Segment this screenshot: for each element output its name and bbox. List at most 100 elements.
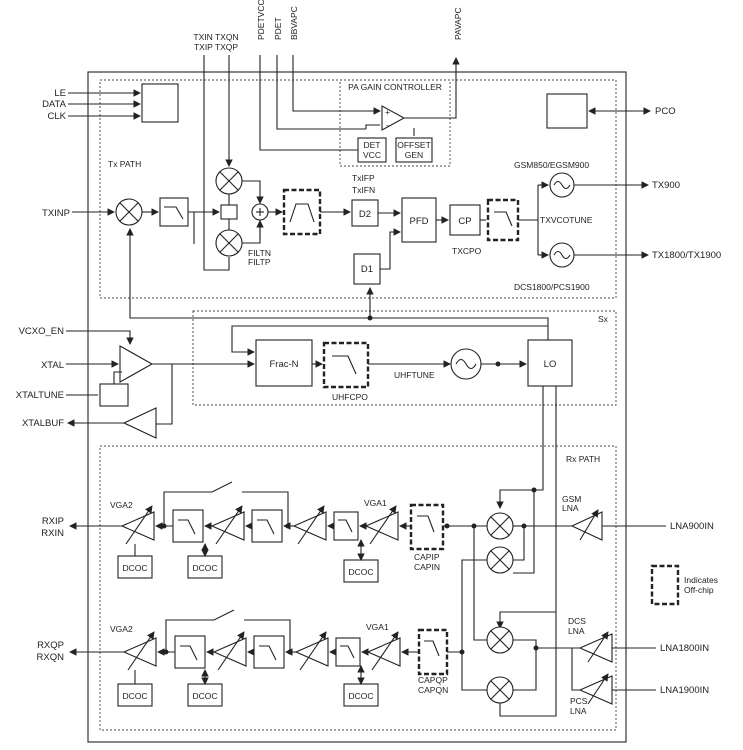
- off-chip-legend-swatch: [650, 564, 680, 606]
- pa-controller-title: PA GAIN CONTROLLER: [348, 82, 442, 92]
- rx-gsm-i-mixer: [486, 512, 514, 540]
- gsm-q-out: [461, 559, 487, 652]
- d1-to-pfd: [380, 228, 401, 270]
- filtp-label: FILTP: [248, 257, 271, 267]
- dcoc-q-3-label: DCOC: [348, 691, 373, 701]
- tx-q-modulator: [215, 229, 243, 257]
- uhfcpo-label: UHFCPO: [332, 392, 368, 402]
- lo-i-bus: [496, 386, 544, 509]
- bbvapc-wire: [292, 55, 381, 115]
- bbvapc-label: BBVAPC: [289, 6, 299, 40]
- frac-n-block: [255, 339, 313, 387]
- txcpo-label: TXCPO: [452, 246, 482, 256]
- pdet-label: PDET: [273, 17, 283, 40]
- cp-label: CP: [458, 216, 471, 227]
- pcs-lna-arrow: [587, 673, 609, 705]
- clk-label: CLK: [48, 111, 67, 122]
- gsm-to-q-mixer: [513, 526, 525, 561]
- cp-block: [449, 204, 481, 236]
- rx-path-label: Rx PATH: [566, 454, 600, 464]
- lna1900in-label: LNA1900IN: [660, 685, 709, 696]
- dcs-pcs-combine: [571, 647, 580, 691]
- tx-quad-splitter: [220, 204, 238, 220]
- det-vcc-block: [357, 137, 387, 163]
- rx-dcs-q-mixer: [486, 676, 514, 704]
- lo-q-node: [531, 487, 537, 493]
- det-vcc-l1: DET: [364, 140, 381, 150]
- lo-q-bus: [496, 386, 557, 629]
- q-bypass-return: [244, 619, 291, 652]
- xtaltune-dac: [99, 383, 129, 407]
- lo-to-tx-mixer: [126, 228, 370, 319]
- capip-label: CAPIP: [414, 552, 440, 562]
- legend-line1: Indicates: [684, 575, 718, 585]
- rx-i-vga1-arrow: [369, 505, 397, 545]
- xtal-buf-feed: [156, 364, 173, 425]
- rxip-label: RXIP: [42, 516, 64, 527]
- dcoc-q-2-label: DCOC: [192, 691, 217, 701]
- rx-i-lpf2: [251, 509, 283, 543]
- legend-line2: Off-chip: [684, 585, 714, 595]
- dcoc-i-2-label: DCOC: [192, 563, 217, 573]
- txifp-label: TxIFP: [352, 173, 375, 183]
- rx-i-lpf3: [333, 511, 359, 541]
- i-sum-node: [471, 523, 477, 529]
- dcs-lna-arrow: [587, 631, 609, 663]
- sx-region: [192, 310, 617, 406]
- q-to-summer: [242, 220, 264, 244]
- pcs-lna: [578, 675, 613, 705]
- offset-gen-l1: OFFSET: [397, 140, 431, 150]
- pfd-block: [401, 197, 437, 243]
- dcoc-q-1-label: DCOC: [122, 691, 147, 701]
- txifn-label: TxIFN: [352, 185, 375, 195]
- pa-gain-controller-region: [339, 79, 451, 167]
- lo-feedback-to-fracn: [231, 325, 549, 356]
- gsm-lna: [570, 511, 603, 541]
- det-vcc-l2: VCC: [363, 150, 381, 160]
- rx-gsm-q-mixer: [486, 546, 514, 574]
- lo-q-to-dcs-q: [499, 612, 557, 717]
- vco-high-band-label: GSM850/EGSM900: [514, 160, 589, 170]
- txip-wire: [203, 55, 230, 271]
- rx-q-lpf2: [253, 635, 285, 669]
- rx-q-lpf1: [174, 635, 206, 669]
- txip-txqp-label: TXIP TXQP: [194, 42, 238, 52]
- q-sum-node: [459, 649, 465, 655]
- vga1-q-label: VGA1: [366, 622, 389, 632]
- rxqp-label: RXQP: [37, 640, 64, 651]
- capqn-label: CAPQN: [418, 685, 448, 695]
- txin-txqn-label: TXIN TXQN: [193, 32, 238, 42]
- rx-i-lpf1: [172, 509, 204, 543]
- lo-q-to-gsm-q: [513, 490, 535, 574]
- rx-q-vga2-arrow: [127, 631, 155, 671]
- tx-lowpass-filter: [159, 197, 189, 227]
- chip-outline: [87, 71, 627, 743]
- sx-label: Sx: [598, 314, 609, 324]
- vcxo-en-wire: [66, 330, 134, 345]
- pa-amp-minus-wire: [365, 124, 380, 129]
- tx1800-label: TX1800/TX1900: [652, 250, 721, 261]
- rx-i-channel-filter: [409, 503, 445, 551]
- uhf-loop-filter: [322, 341, 370, 389]
- xtaltune-label: XTALTUNE: [16, 390, 64, 401]
- lna900in-label: LNA900IN: [670, 521, 714, 532]
- lo-block: [527, 339, 573, 387]
- q-bypass-switch: [165, 609, 235, 652]
- tx-mixer: [115, 198, 143, 226]
- tx-if-bandpass-filter: [282, 188, 322, 236]
- d1-label: D1: [361, 264, 373, 275]
- rx-q-vga1-arrow: [371, 631, 399, 671]
- rx-i-vga-b-arrow: [297, 505, 325, 545]
- dcoc-i-1-label: DCOC: [122, 563, 147, 573]
- lna1800in-label: LNA1800IN: [660, 643, 709, 654]
- capin-label: CAPIN: [414, 562, 440, 572]
- pdet-wire: [276, 55, 366, 130]
- d2-label: D2: [359, 209, 371, 220]
- uhf-vco: [450, 348, 482, 380]
- capqp-label: CAPQP: [418, 675, 448, 685]
- le-label: LE: [54, 88, 66, 99]
- rxqn-label: RXQN: [37, 652, 65, 663]
- rx-q-channel-filter: [417, 628, 449, 676]
- tx-i-modulator: [215, 167, 243, 195]
